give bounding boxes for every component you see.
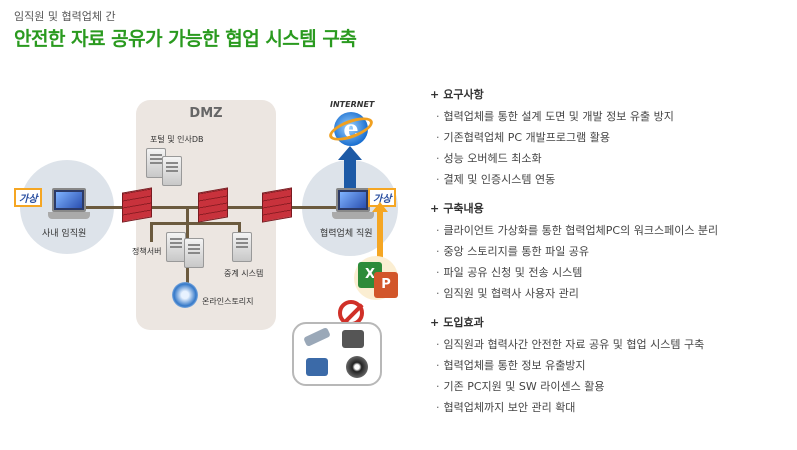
arrow-shaft: [344, 160, 356, 188]
architecture-diagram: DMZ 포털 및 인사DB 정책서버 중계 시스템 온라인스토리지 가상 사내 …: [0, 60, 420, 450]
list-item: ·중앙 스토리지를 통한 파일 공유: [436, 245, 590, 258]
arrow-up-orange-icon: [372, 202, 388, 212]
laptop-icon: [332, 188, 374, 222]
section-title: 요구사항: [443, 88, 484, 101]
requirements-section: +요구사항 ·협력업체를 통한 설계 도면 및 개발 정보 유출 방지 ·기존협…: [430, 86, 790, 187]
info-panel: +요구사항 ·협력업체를 통한 설계 도면 및 개발 정보 유출 방지 ·기존협…: [430, 86, 790, 428]
server-icon: [232, 232, 252, 262]
external-devices-box: [292, 322, 382, 386]
bullet-icon: ·: [436, 287, 440, 300]
list-item: ·클라이언트 가상화를 통한 협력업체PC의 워크스페이스 분리: [436, 224, 719, 237]
bullet-icon: ·: [436, 131, 440, 144]
list-item: ·협력업체를 통한 정보 유출방지: [436, 359, 586, 372]
firewall-icon: [262, 187, 292, 223]
list-item: ·임직원 및 협력사 사용자 관리: [436, 287, 579, 300]
network-drop-storage: [186, 266, 189, 290]
portal-db-label: 포털 및 인사DB: [150, 135, 204, 144]
bullet-icon: ·: [436, 338, 440, 351]
plus-icon: +: [430, 202, 440, 215]
usb-icon: [303, 326, 331, 348]
bullet-icon: ·: [436, 401, 440, 414]
bullet-icon: ·: [436, 359, 440, 372]
powerpoint-icon: P: [374, 272, 398, 298]
network-branch-policy: [150, 222, 240, 225]
list-item: ·결제 및 인증시스템 연동: [436, 173, 556, 186]
storage-icon: [172, 282, 198, 308]
plus-icon: +: [430, 88, 440, 101]
employee-label: 사내 임직원: [42, 229, 87, 239]
bullet-icon: ·: [436, 245, 440, 258]
server-icon: [162, 156, 182, 186]
eyebrow-text: 임직원 및 협력업체 간: [14, 10, 116, 23]
list-item: ·임직원과 협력사간 안전한 자료 공유 및 협업 시스템 구축: [436, 338, 705, 351]
arrow-shaft-orange: [377, 212, 383, 258]
section-title: 도입효과: [443, 316, 484, 329]
camcorder-icon: [306, 358, 328, 376]
firewall-icon: [198, 187, 228, 223]
implementation-section: +구축내용 ·클라이언트 가상화를 통한 협력업체PC의 워크스페이스 분리 ·…: [430, 200, 790, 301]
virtual-tag: 가상: [14, 188, 43, 207]
bullet-icon: ·: [436, 266, 440, 279]
list-item: ·기존협력업체 PC 개발프로그램 활용: [436, 131, 610, 144]
partner-label: 협력업체 직원: [320, 229, 373, 239]
bullet-icon: ·: [436, 380, 440, 393]
arrow-up-icon: [338, 146, 362, 160]
list-item: ·파일 공유 신청 및 전송 시스템: [436, 266, 583, 279]
list-item: ·협력업체를 통한 설계 도면 및 개발 정보 유출 방지: [436, 110, 674, 123]
relay-system-label: 중계 시스템: [224, 269, 264, 278]
printer-icon: [342, 330, 364, 348]
network-drop-policy: [150, 222, 153, 242]
network-branch: [186, 206, 189, 266]
online-storage-label: 온라인스토리지: [202, 297, 254, 306]
bullet-icon: ·: [436, 224, 440, 237]
server-icon: [184, 238, 204, 268]
effects-section: +도입효과 ·임직원과 협력사간 안전한 자료 공유 및 협업 시스템 구축 ·…: [430, 314, 790, 415]
list-item: ·기존 PC지원 및 SW 라이센스 활용: [436, 380, 605, 393]
disc-icon: [346, 356, 368, 378]
server-icon: [166, 232, 186, 262]
internet-label: INTERNET: [330, 100, 375, 109]
policy-server-label: 정책서버: [132, 247, 162, 256]
laptop-icon: [48, 188, 90, 222]
list-item: ·성능 오버헤드 최소화: [436, 152, 542, 165]
page-title: 안전한 자료 공유가 가능한 협업 시스템 구축: [14, 28, 357, 50]
section-title: 구축내용: [443, 202, 484, 215]
list-item: ·협력업체까지 보안 관리 확대: [436, 401, 576, 414]
firewall-icon: [122, 187, 152, 223]
dmz-label: DMZ: [189, 106, 223, 121]
bullet-icon: ·: [436, 173, 440, 186]
bullet-icon: ·: [436, 152, 440, 165]
bullet-icon: ·: [436, 110, 440, 123]
plus-icon: +: [430, 316, 440, 329]
internet-explorer-icon: e: [334, 112, 368, 146]
